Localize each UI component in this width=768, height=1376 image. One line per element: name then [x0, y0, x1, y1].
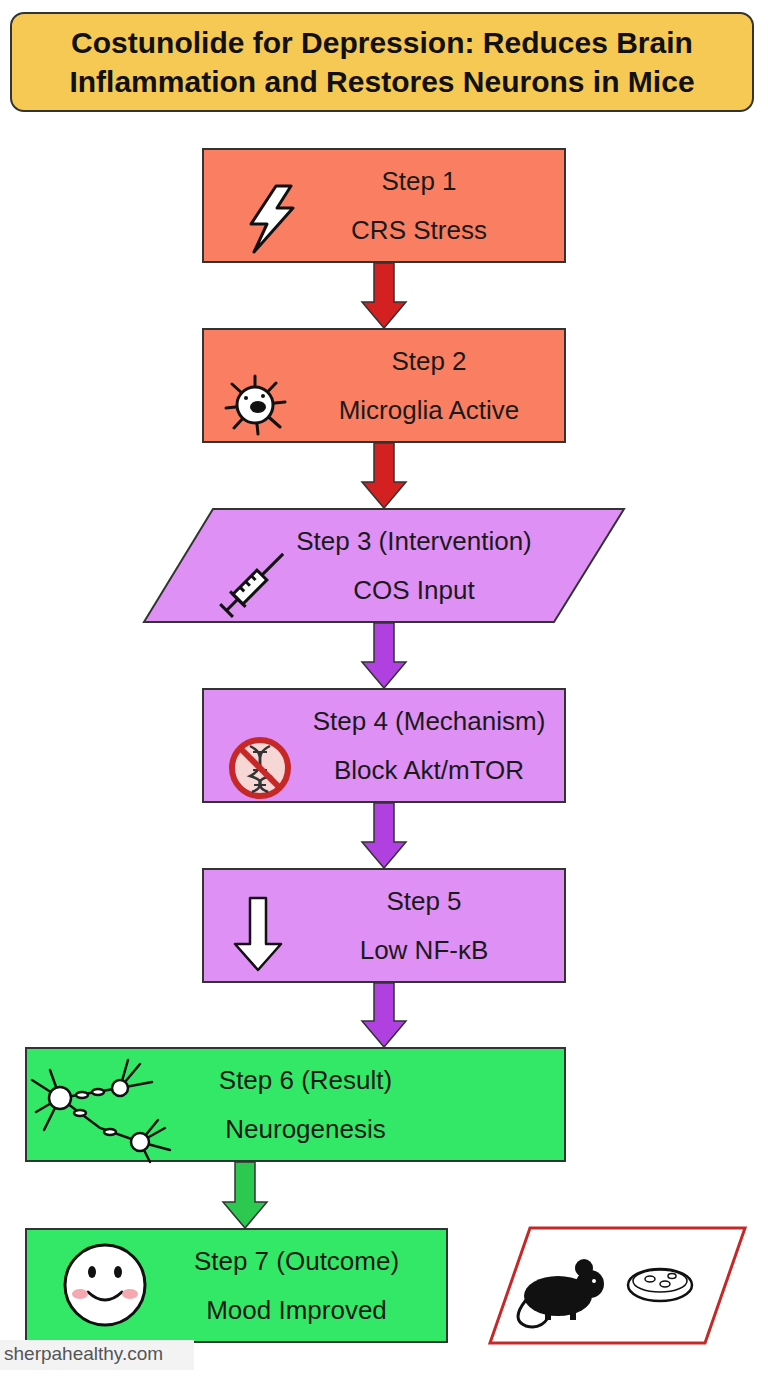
process-box: Step 1 CRS Stress: [202, 148, 566, 263]
process-box: Step 2 Microglia Active: [202, 328, 566, 443]
step-text: CRS Stress: [351, 216, 487, 245]
step-text: Low NF-κB: [360, 936, 489, 965]
block-arrow: [223, 1162, 267, 1228]
step-text: Mood Improved: [206, 1296, 387, 1325]
step-label: Step 7 (Outcome): [194, 1247, 399, 1276]
model-panel: [490, 1228, 745, 1343]
step-text: COS Input: [353, 576, 474, 605]
step-text: Microglia Active: [339, 396, 520, 425]
node-content: Step 3 (Intervention) COS Input: [143, 508, 625, 623]
process-box: Step 4 (Mechanism) Block Akt/mTOR: [202, 688, 566, 803]
step-label: Step 1: [381, 167, 456, 196]
block-arrow: [362, 443, 406, 508]
step-text: Neurogenesis: [225, 1115, 385, 1144]
block-arrow: [362, 623, 406, 688]
step-label: Step 6 (Result): [219, 1066, 392, 1095]
node-content: Step 1 CRS Stress: [204, 150, 564, 261]
step-label: Step 4 (Mechanism): [313, 707, 546, 736]
node-content: Step 2 Microglia Active: [204, 330, 564, 441]
block-arrow: [362, 983, 406, 1047]
node-content: Step 6 (Result) Neurogenesis: [27, 1049, 564, 1160]
outcome-box: Step 7 (Outcome) Mood Improved: [25, 1228, 448, 1343]
step-label: Step 2: [391, 347, 466, 376]
node-content: Step 7 (Outcome) Mood Improved: [27, 1230, 446, 1341]
process-box: Step 5 Low NF-κB: [202, 868, 566, 983]
block-arrow: [362, 803, 406, 868]
watermark: sherpahealthy.com: [4, 1343, 163, 1365]
step-label: Step 5: [386, 887, 461, 916]
title-banner: Costunolide for Depression: Reduces Brai…: [10, 12, 754, 112]
parallelogram-shape: [144, 509, 624, 622]
parallelogram-outline: [143, 508, 625, 623]
step-text: Block Akt/mTOR: [334, 756, 524, 785]
block-arrow: [362, 263, 406, 328]
result-box: Step 6 (Result) Neurogenesis: [25, 1047, 566, 1162]
step-label: Step 3 (Intervention): [296, 527, 532, 556]
node-content: Step 4 (Mechanism) Block Akt/mTOR: [204, 690, 564, 801]
watermark-backdrop: [0, 1340, 194, 1370]
input-parallelogram: Step 3 (Intervention) COS Input: [143, 508, 625, 623]
node-content: Step 5 Low NF-κB: [204, 870, 564, 981]
